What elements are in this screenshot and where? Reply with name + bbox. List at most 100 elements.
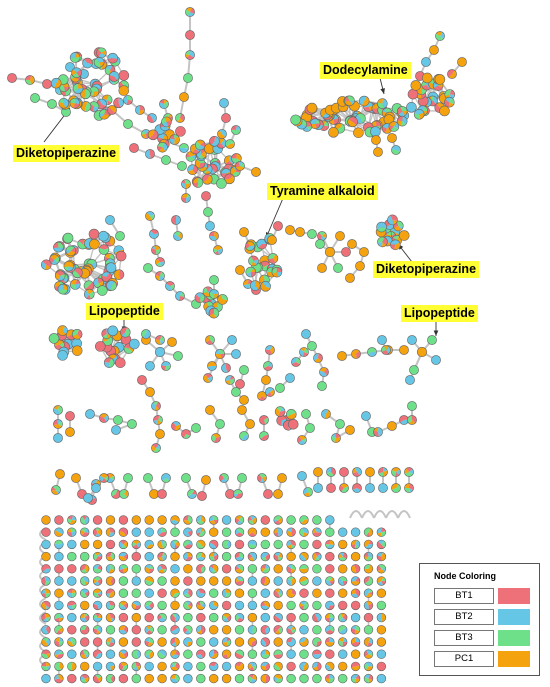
node-pie-slice [198, 530, 206, 537]
network-node [147, 129, 159, 141]
network-node [54, 661, 64, 672]
node-pie-slice [80, 564, 87, 572]
node-pie-slice [391, 483, 399, 490]
node-pie-slice [222, 649, 232, 659]
node-pie-slice [377, 532, 382, 537]
node-outline [256, 238, 268, 250]
node-pie-slice [157, 528, 163, 536]
network-node [363, 576, 374, 586]
node-pie-slice [273, 649, 283, 656]
network-node [79, 527, 90, 537]
network-node-circle [263, 489, 273, 499]
network-node [98, 230, 109, 242]
network-node [286, 515, 296, 525]
network-node [363, 551, 374, 562]
network-node [431, 355, 441, 365]
node-pie-slice [381, 540, 386, 548]
network-node [407, 401, 417, 411]
node-pie-slice [43, 600, 51, 608]
node-pie-slice [118, 565, 124, 571]
network-node [273, 661, 283, 672]
node-pie-slice [274, 520, 281, 525]
node-outline [286, 527, 296, 537]
node-outline [326, 467, 336, 477]
node-pie-slice [41, 576, 46, 586]
node-pie-slice [58, 662, 64, 670]
node-outline [155, 271, 165, 281]
network-node [92, 661, 103, 672]
network-node [234, 637, 245, 647]
node-pie-slice [123, 541, 128, 548]
network-node [390, 239, 401, 251]
network-node [57, 325, 68, 336]
network-node [377, 98, 388, 109]
node-pie-slice [214, 231, 219, 240]
network-node [247, 588, 258, 598]
network-node-circle [129, 143, 139, 153]
node-pie-slice [286, 627, 294, 635]
node-outline [377, 98, 388, 109]
network-node-circle [129, 338, 140, 350]
node-outline [391, 467, 401, 477]
node-outline [118, 551, 129, 562]
node-pie-slice [54, 625, 63, 634]
network-node [338, 539, 348, 550]
node-pie-slice [385, 236, 393, 245]
node-pie-slice [185, 50, 191, 55]
node-pie-slice [78, 83, 83, 89]
network-node-circle [215, 419, 225, 429]
node-outline [303, 487, 313, 497]
network-node-circle [315, 239, 325, 249]
network-node [260, 625, 270, 635]
node-outline [192, 177, 204, 188]
network-node-circle [312, 539, 322, 550]
node-pie-slice [173, 231, 182, 236]
node-pie-slice [274, 552, 280, 557]
network-node-circle [376, 588, 387, 598]
node-pie-slice [223, 613, 231, 618]
network-node-circle [92, 637, 103, 647]
node-pie-slice [149, 625, 154, 633]
network-node-circle [299, 625, 309, 635]
network-node [57, 350, 68, 361]
network-node-circle [370, 126, 381, 137]
node-outline [92, 625, 103, 635]
network-node [192, 177, 204, 188]
node-pie-slice [217, 130, 226, 139]
node-pie-slice [361, 96, 370, 107]
node-outline [225, 375, 235, 385]
node-pie-slice [433, 81, 439, 88]
node-pie-slice [275, 407, 281, 417]
network-node-circle [407, 88, 419, 100]
node-pie-slice [71, 77, 80, 83]
node-pie-slice [383, 467, 388, 472]
network-node [331, 433, 341, 443]
node-pie-slice [151, 445, 156, 452]
node-pie-slice [148, 129, 155, 139]
network-node-circle [371, 135, 381, 145]
network-node [339, 467, 349, 477]
network-node-circle [363, 612, 374, 623]
node-pie-slice [58, 613, 64, 618]
node-pie-slice [174, 135, 180, 145]
node-pie-slice [338, 637, 345, 642]
network-node [263, 489, 273, 499]
network-node-circle [131, 515, 142, 525]
network-node-circle [407, 401, 417, 411]
network-node [338, 661, 348, 672]
node-pie-slice [149, 113, 157, 122]
node-pie-slice [290, 540, 296, 547]
node-pie-slice [241, 434, 249, 441]
network-node [151, 245, 161, 255]
network-node-circle [277, 473, 287, 483]
network-node [67, 612, 77, 623]
network-node [54, 515, 64, 525]
node-pie-slice [58, 405, 63, 414]
node-pie-slice [235, 515, 242, 520]
network-node [183, 551, 193, 562]
node-outline [196, 649, 206, 659]
node-outline [79, 515, 90, 525]
network-node-circle [273, 600, 283, 611]
network-node [273, 600, 283, 611]
node-pie-slice [407, 415, 412, 424]
